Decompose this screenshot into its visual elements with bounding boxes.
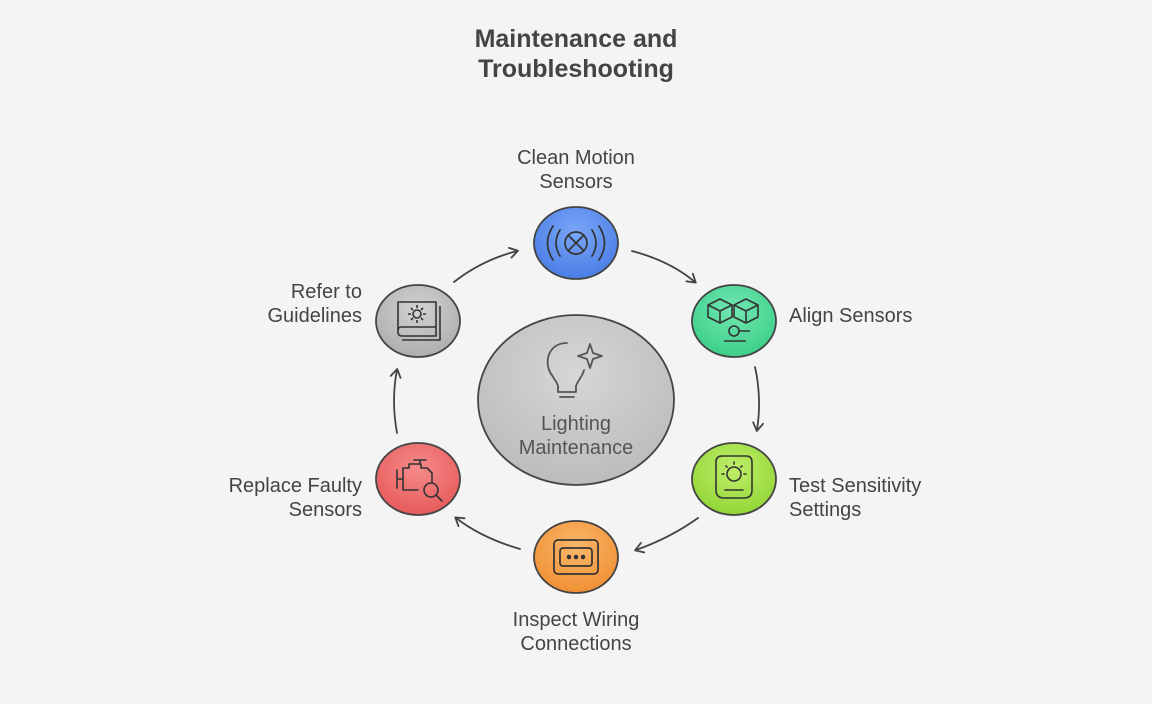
step-label-line-1: Inspect Wiring xyxy=(512,609,640,631)
step-node-inspect-wiring xyxy=(533,520,619,594)
step-node-refer-guidelines xyxy=(375,284,461,358)
center-label-line-2: Maintenance xyxy=(518,437,634,459)
step-label-line-1: Align Sensors xyxy=(789,305,913,327)
cycle-arrows xyxy=(389,247,764,554)
title-line-1: Maintenance and xyxy=(474,25,678,53)
arrow-clean-to-align xyxy=(631,250,697,284)
manual-gear-icon xyxy=(397,301,441,341)
center-node xyxy=(477,314,675,486)
dial-device-icon xyxy=(715,455,753,499)
step-label-line-2: Settings xyxy=(789,499,862,521)
outlet-panel-icon xyxy=(553,539,599,575)
step-label-line-2: Sensors xyxy=(288,499,362,521)
step-label-line-1: Clean Motion xyxy=(517,147,635,169)
engine-search-icon xyxy=(396,459,443,502)
step-label-clean-motion-sensors: Clean Motion Sensors xyxy=(476,146,676,194)
step-label-refer-guidelines: Refer to Guidelines xyxy=(142,280,362,328)
step-label-line-1: Refer to xyxy=(290,281,362,303)
title-line-2: Troubleshooting xyxy=(478,55,674,83)
center-label: Lighting Maintenance xyxy=(478,412,674,460)
step-label-line-1: Test Sensitivity xyxy=(789,475,922,497)
step-node-replace-faulty xyxy=(375,442,461,516)
arrow-replace-to-refer xyxy=(389,368,402,434)
center-label-line-1: Lighting xyxy=(540,413,612,435)
arrow-test-to-inspect xyxy=(634,517,699,554)
arrow-refer-to-clean xyxy=(453,247,519,283)
step-label-line-1: Replace Faulty xyxy=(228,475,362,497)
cubes-sensor-icon xyxy=(707,298,759,342)
step-node-test-sensitivity xyxy=(691,442,777,516)
step-label-inspect-wiring: Inspect Wiring Connections xyxy=(466,608,686,656)
step-label-line-2: Sensors xyxy=(539,171,613,193)
step-label-replace-faulty: Replace Faulty Sensors xyxy=(142,474,362,522)
step-label-line-2: Connections xyxy=(520,633,632,655)
diagram-title: Maintenance and Troubleshooting xyxy=(376,24,776,84)
arrow-align-to-test xyxy=(752,366,764,432)
step-label-line-2: Guidelines xyxy=(267,305,362,327)
step-node-clean-motion-sensors xyxy=(533,206,619,280)
motion-sensor-icon xyxy=(546,225,606,261)
lightbulb-sparkle-icon xyxy=(546,342,603,398)
step-label-align-sensors: Align Sensors xyxy=(789,304,1009,328)
step-node-align-sensors xyxy=(691,284,777,358)
arrow-inspect-to-replace xyxy=(454,516,521,550)
step-label-test-sensitivity: Test Sensitivity Settings xyxy=(789,474,1009,522)
